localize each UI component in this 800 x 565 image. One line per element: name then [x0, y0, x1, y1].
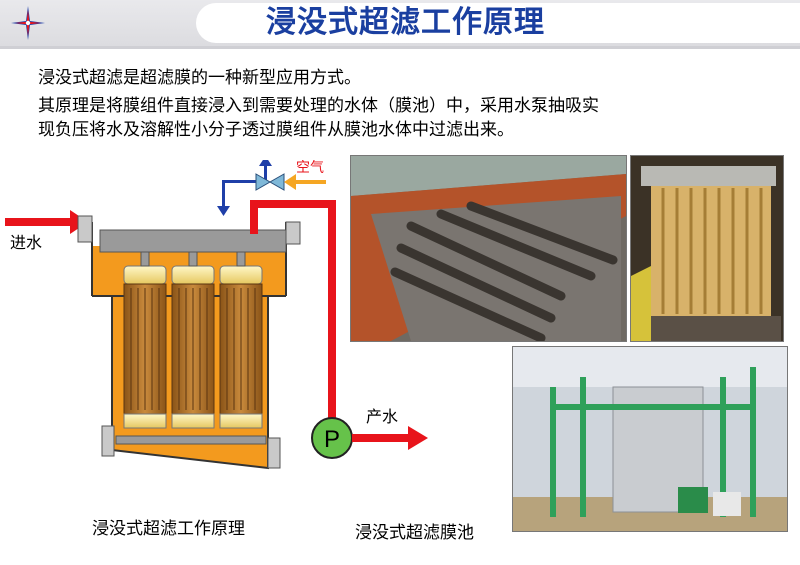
aeration-pipe	[115, 435, 267, 445]
photos-caption: 浸没式超滤膜池	[355, 523, 474, 543]
air-arrow	[284, 174, 326, 190]
header-pipe	[99, 229, 287, 253]
principle-diagram: 进水	[5, 160, 428, 470]
air-label: 空气	[296, 160, 324, 175]
outlet-arrow	[352, 426, 428, 450]
inlet-arrow	[5, 210, 88, 234]
header-rule	[0, 46, 800, 49]
outlet-label: 产水	[366, 408, 398, 426]
air-valve-icon	[255, 173, 285, 191]
intro-line-3: 现负压将水及溶解性小分子透过膜组件从膜池水体中过滤出来。	[38, 120, 514, 140]
membrane-module-1	[123, 265, 167, 429]
diagram-caption: 浸没式超滤工作原理	[92, 519, 245, 539]
photo-plant-hall	[512, 346, 788, 532]
membrane-module-2	[171, 265, 215, 429]
star-burst-logo-icon	[11, 6, 45, 40]
photo-membrane-tank	[350, 155, 627, 342]
product-pipe	[250, 200, 336, 418]
intro-line-2: 其原理是将膜组件直接浸入到需要处理的水体（膜池）中，采用水泵抽吸实	[38, 96, 599, 116]
air-pipe	[217, 160, 272, 216]
pump-label: P	[324, 426, 340, 453]
photo-membrane-module	[630, 155, 784, 342]
membrane-module-3	[219, 265, 263, 429]
title-box	[196, 3, 800, 43]
inlet-label: 进水	[10, 234, 42, 252]
page-title: 浸没式超滤工作原理	[266, 5, 545, 40]
intro-line-1: 浸没式超滤是超滤膜的一种新型应用方式。	[38, 68, 361, 88]
